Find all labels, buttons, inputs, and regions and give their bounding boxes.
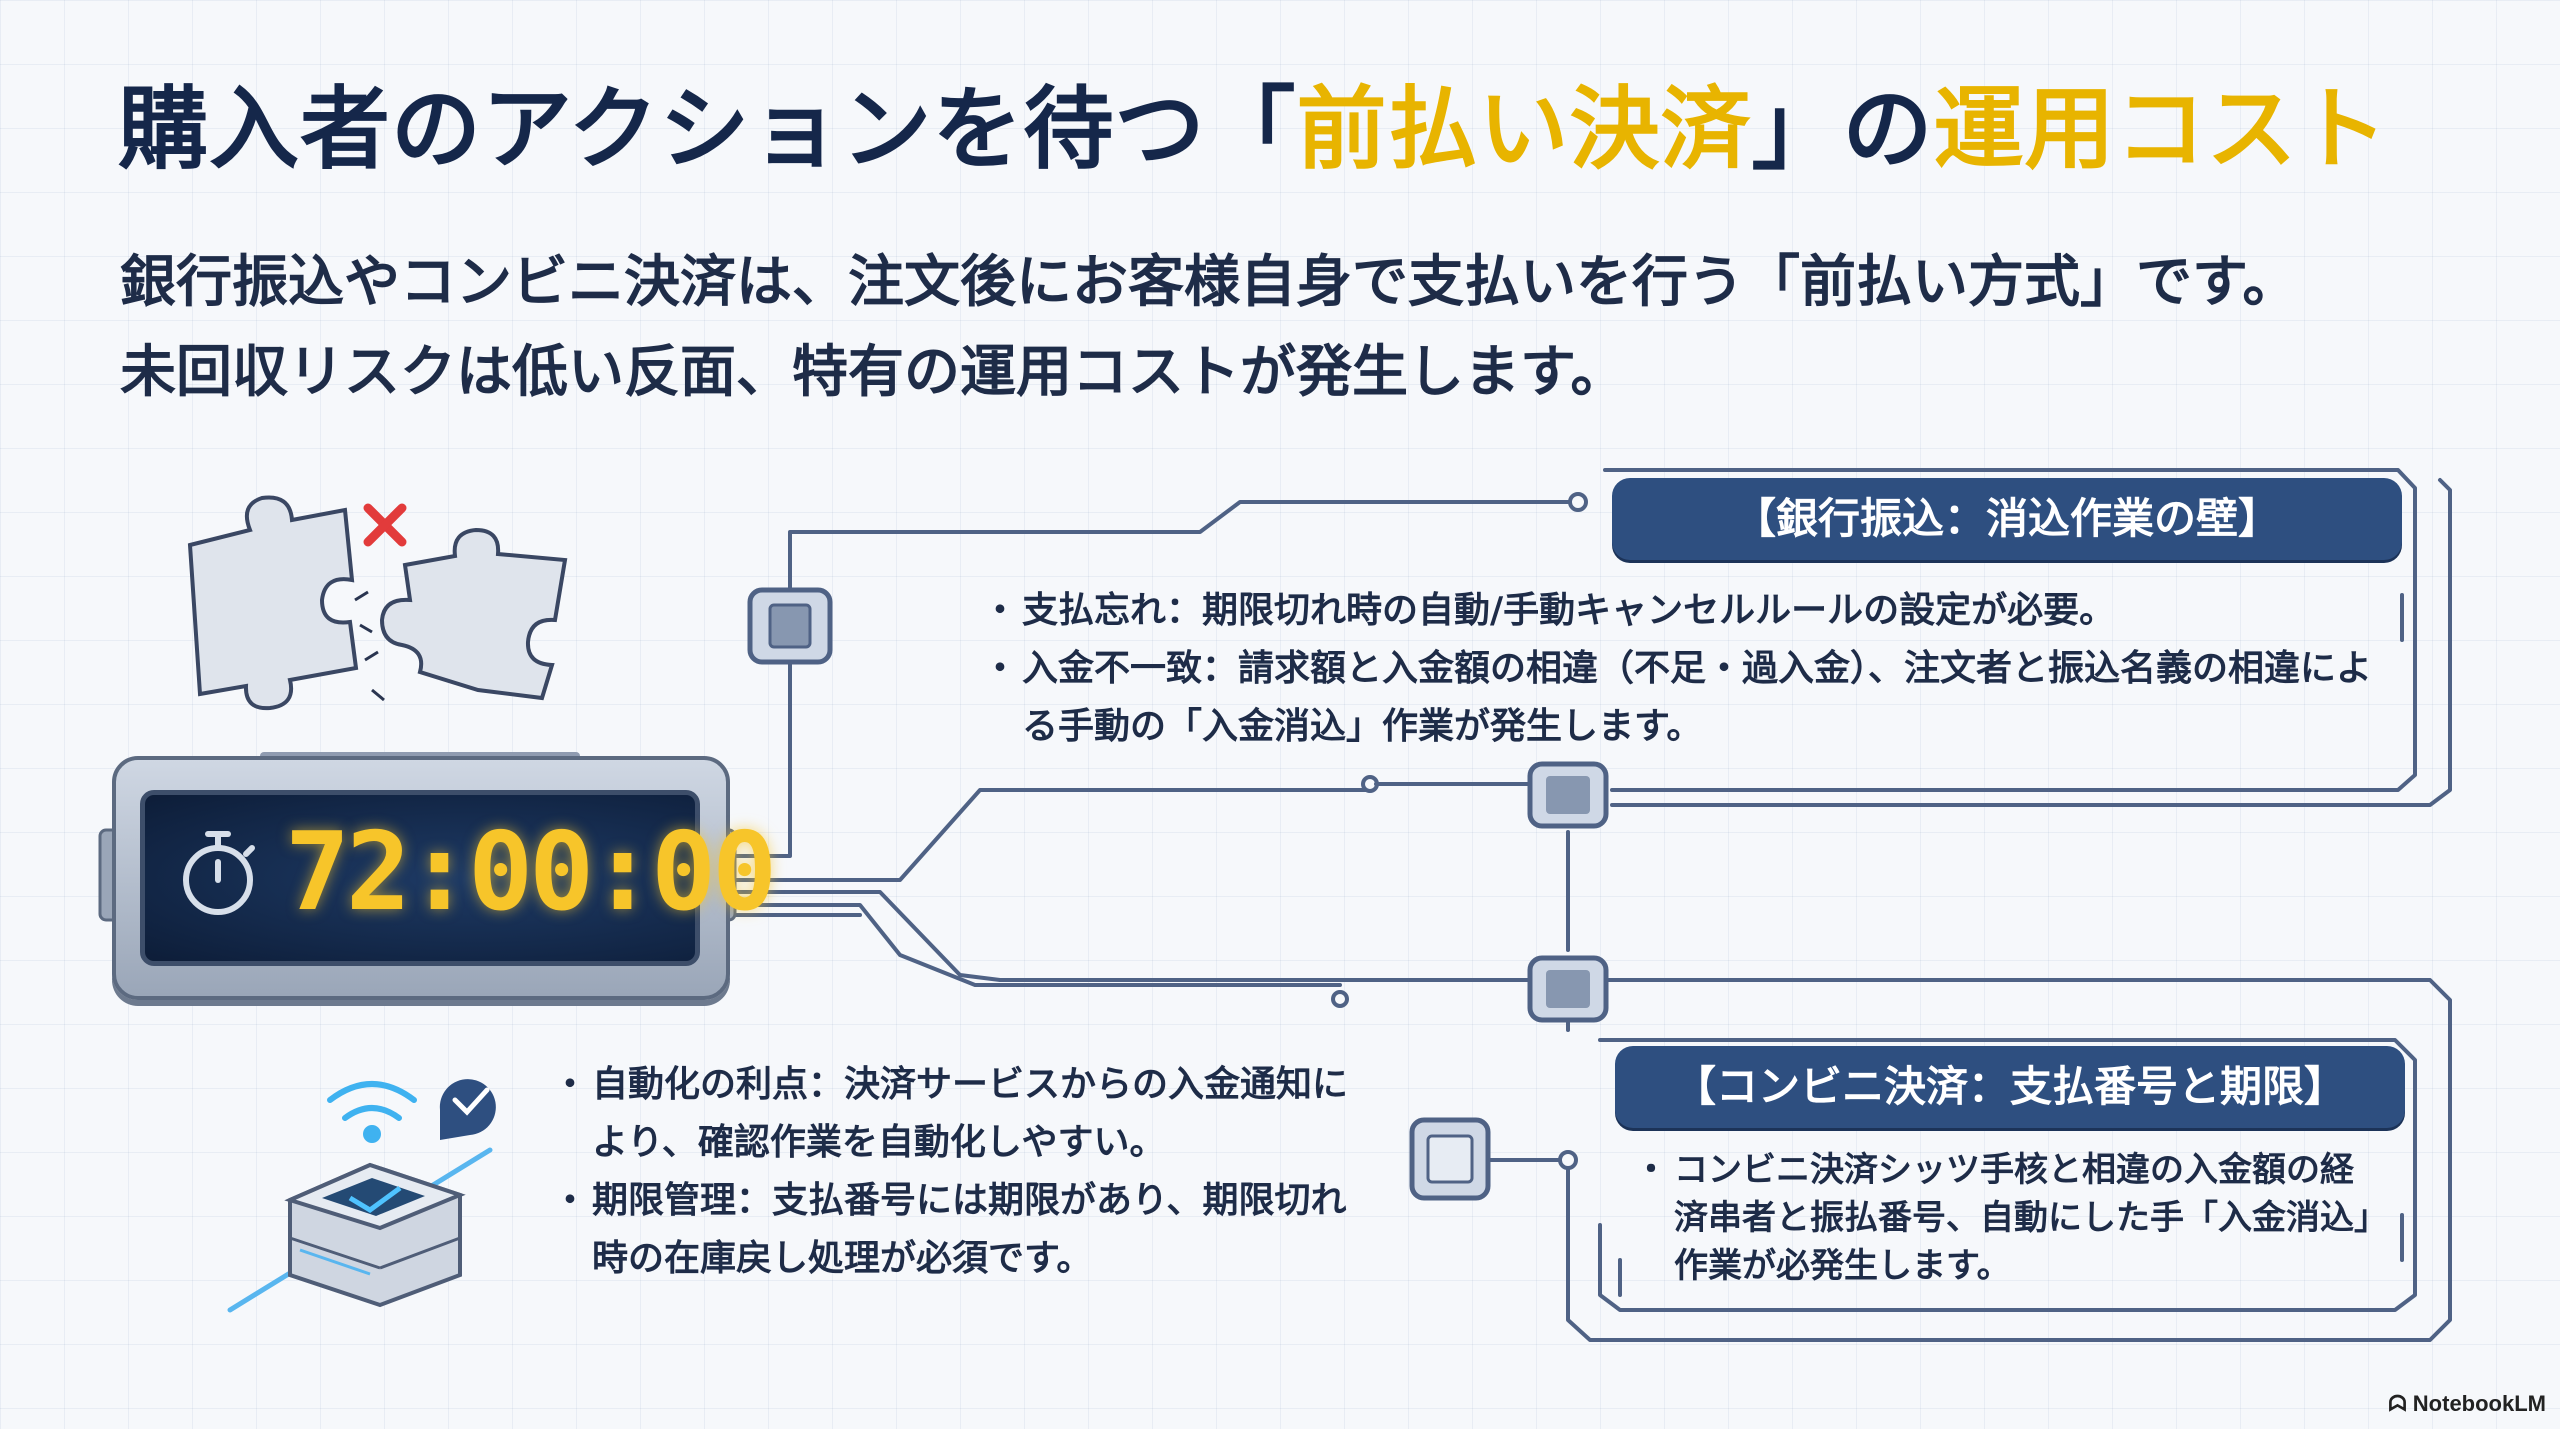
title-prefix: 購入者のアクションを待つ「	[118, 77, 1297, 182]
middle-notes-bullets: 自動化の利点：決済サービスからの入金通知により、確認作業を自動化しやすい。 期限…	[552, 1056, 1358, 1288]
bank-panel-bullets: 支払忘れ：期限切れ時の自動/手動キャンセルルールの設定が必要。 入金不一致：請求…	[982, 582, 2378, 756]
cross-mark-icon	[363, 503, 407, 547]
puzzle-icon	[187, 495, 568, 711]
timer-screen	[140, 790, 700, 966]
chip-connector-icon	[1527, 761, 1609, 829]
checkmark-bubble-icon	[439, 1079, 496, 1140]
list-item: 入金不一致：請求額と入金額の相違（不足・過入金）、注文者と振込名義の相違による手…	[982, 640, 2378, 756]
title-highlight-prepay: 前払い決済	[1296, 77, 1752, 182]
chip-connector-icon	[1409, 1117, 1491, 1201]
server-icon	[227, 1147, 493, 1313]
list-item: 期限管理：支払番号には期限があり、期限切れ時の在庫戻し処理が必須です。	[552, 1172, 1358, 1288]
page-title: 購入者のアクションを待つ「前払い決済」の運用コスト	[118, 78, 2389, 182]
title-highlight-cost: 運用コスト	[1933, 77, 2389, 182]
chip-connector-icon	[1527, 955, 1609, 1023]
title-middle: 」の	[1751, 77, 1934, 182]
list-item: 支払忘れ：期限切れ時の自動/手動キャンセルルールの設定が必要。	[982, 582, 2378, 640]
conv-panel-bullets: コンビニ決済シッツ手核と相違の入金額の経済串者と振払番号、自動にした手「入金消込…	[1634, 1146, 2380, 1290]
branding-label: NotebookLM	[2412, 1391, 2546, 1416]
list-item: コンビニ決済シッツ手核と相違の入金額の経済串者と振払番号、自動にした手「入金消込…	[1634, 1146, 2380, 1290]
conv-panel-header: 【コンビニ決済：支払番号と期限】	[1615, 1046, 2405, 1128]
chip-connector-icon	[747, 587, 833, 665]
wifi-icon	[327, 1081, 417, 1143]
subtitle-line-2: 未回収リスクは低い反面、特有の運用コストが発生します。	[120, 340, 1627, 405]
subtitle-line-1: 銀行振込やコンビニ決済は、注文後にお客様自身で支払いを行う「前払い方式」です。	[120, 250, 2299, 315]
branding: ᗣ NotebookLM	[2388, 1391, 2546, 1417]
notebooklm-logo-icon: ᗣ	[2388, 1391, 2413, 1416]
stopwatch-icon	[183, 831, 255, 915]
list-item: 自動化の利点：決済サービスからの入金通知により、確認作業を自動化しやすい。	[552, 1056, 1358, 1172]
subtitle: 銀行振込やコンビニ決済は、注文後にお客様自身で支払いを行う「前払い方式」です。 …	[120, 238, 2298, 418]
bank-panel-header: 【銀行振込：消込作業の壁】	[1612, 478, 2402, 560]
timer-countdown: 72:00:00	[285, 810, 777, 935]
puzzle-crack-icon	[354, 590, 385, 702]
